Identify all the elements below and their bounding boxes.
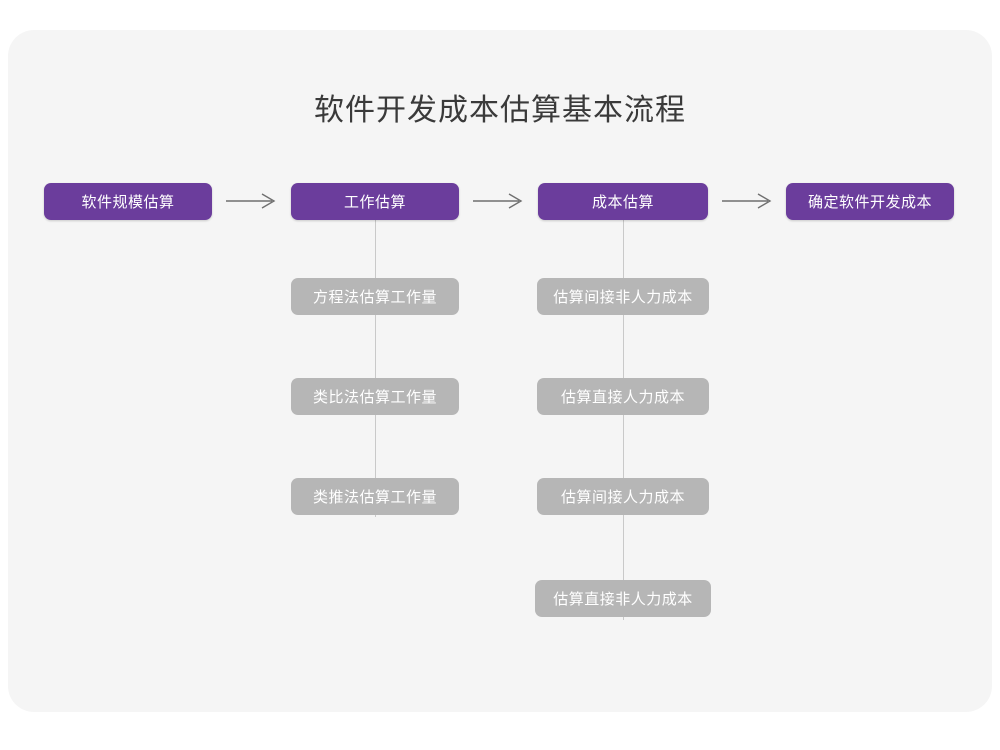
arrow-right-icon <box>471 190 527 212</box>
arrow-right-icon <box>720 190 776 212</box>
node-direct-nonlabor-cost[interactable]: 估算直接非人力成本 <box>535 580 711 617</box>
node-equation-method-effort[interactable]: 方程法估算工作量 <box>291 278 459 315</box>
arrow-right-icon <box>224 190 280 212</box>
node-analogy-method-effort[interactable]: 类比法估算工作量 <box>291 378 459 415</box>
node-software-scale-estimation[interactable]: 软件规模估算 <box>44 183 212 220</box>
node-direct-labor-cost[interactable]: 估算直接人力成本 <box>537 378 709 415</box>
node-determine-development-cost[interactable]: 确定软件开发成本 <box>786 183 954 220</box>
connector-line-effort <box>375 220 376 517</box>
connector-line-cost <box>623 220 624 620</box>
node-cost-estimation[interactable]: 成本估算 <box>538 183 708 220</box>
diagram-card <box>8 30 992 712</box>
node-effort-estimation[interactable]: 工作估算 <box>291 183 459 220</box>
node-indirect-nonlabor-cost[interactable]: 估算间接非人力成本 <box>537 278 709 315</box>
node-indirect-labor-cost[interactable]: 估算间接人力成本 <box>537 478 709 515</box>
node-derivation-method-effort[interactable]: 类推法估算工作量 <box>291 478 459 515</box>
page-title: 软件开发成本估算基本流程 <box>314 93 686 128</box>
